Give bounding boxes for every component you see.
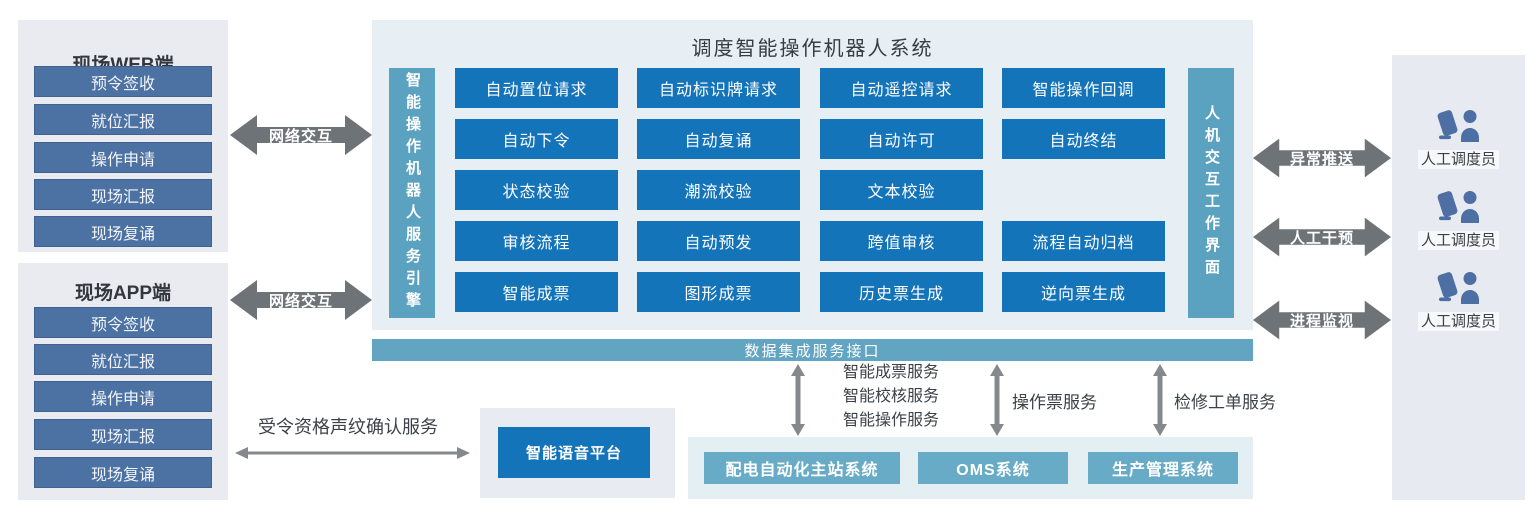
- operator-2-group: [1392, 186, 1525, 224]
- node-web-repeat: 现场复诵: [34, 216, 212, 247]
- vertical-double-arrow-icon: [791, 364, 805, 436]
- double-arrow-icon: [230, 115, 372, 155]
- operator-1-group: [1392, 105, 1525, 143]
- external-systems-panel: 配电自动化主站系统 OMS系统 生产管理系统: [688, 437, 1253, 499]
- node-smart-ticket: 智能成票: [455, 272, 618, 312]
- service-arrow-3: [1152, 364, 1168, 436]
- node-web-apply: 操作申请: [34, 142, 212, 173]
- node-production-mgmt-system: 生产管理系统: [1088, 452, 1238, 484]
- hmi-bar: 人机交互工作界面: [1188, 68, 1234, 318]
- operators-panel: 人工调度员 人工调度员 人工调度员: [1392, 55, 1525, 500]
- network-arrow-web: 网络交互: [230, 113, 372, 157]
- robot-system-title: 调度智能操作机器人系统: [691, 38, 934, 60]
- node-graphic-ticket: 图形成票: [637, 272, 800, 312]
- operator-2-label: 人工调度员: [1392, 229, 1525, 250]
- node-voice-platform: 智能语音平台: [498, 427, 650, 478]
- node-smart-op-callback: 智能操作回调: [1002, 68, 1165, 108]
- arrow-manual-intervention-label: 人工干预: [1289, 229, 1354, 247]
- operator-1-label: 人工调度员: [1392, 148, 1525, 169]
- dispatcher-at-desk-icon: [1437, 110, 1479, 142]
- data-integration-bar: 数据集成服务接口: [372, 339, 1253, 361]
- operator-3-label: 人工调度员: [1392, 310, 1525, 331]
- voiceprint-service-label: 受令资格声纹确认服务: [258, 417, 438, 437]
- node-history-ticket: 历史票生成: [820, 272, 983, 312]
- arrow-process-monitor: 进程监视: [1253, 298, 1391, 342]
- engine-bar-label: 智能操作机器人服务引擎: [404, 72, 421, 314]
- node-limit-review: 跨值审核: [820, 221, 983, 261]
- double-arrow-icon: [1253, 138, 1391, 178]
- operator-3-group: [1392, 267, 1525, 305]
- node-oms-system: OMS系统: [918, 452, 1068, 484]
- network-arrow-app: 网络交互: [230, 278, 372, 322]
- double-arrow-icon: [1253, 300, 1391, 340]
- service-label-operating: 智能操作服务: [843, 412, 940, 429]
- node-distribution-master-system: 配电自动化主站系统: [704, 452, 900, 484]
- node-text-check: 文本校验: [820, 170, 983, 210]
- node-web-inplace: 就位汇报: [34, 104, 212, 135]
- hmi-bar-label: 人机交互工作界面: [1203, 105, 1220, 281]
- engine-bar: 智能操作机器人服务引擎: [389, 68, 435, 318]
- vertical-double-arrow-icon: [1153, 364, 1167, 436]
- node-auto-tag-request: 自动标识牌请求: [637, 68, 800, 108]
- node-review-flow: 审核流程: [455, 221, 618, 261]
- node-app-inplace: 就位汇报: [34, 344, 212, 375]
- operator-label-text: 人工调度员: [1417, 312, 1499, 331]
- operator-label-text: 人工调度员: [1417, 150, 1499, 169]
- arrow-exception-push-label: 异常推送: [1289, 150, 1354, 168]
- robot-system-panel: 调度智能操作机器人系统 智能操作机器人服务引擎 人机交互工作界面 自动置位请求 …: [372, 20, 1253, 330]
- node-auto-command: 自动下令: [455, 119, 618, 159]
- voice-platform-panel: 智能语音平台: [480, 408, 675, 498]
- dispatcher-at-desk-icon: [1437, 272, 1479, 304]
- node-app-apply: 操作申请: [34, 381, 212, 412]
- operator-label-text: 人工调度员: [1417, 231, 1499, 250]
- node-state-check: 状态校验: [455, 170, 618, 210]
- service-label-repair-order: 检修工单服务: [1174, 393, 1276, 412]
- node-app-presign: 预令签收: [34, 307, 212, 338]
- node-auto-permit: 自动许可: [820, 119, 983, 159]
- node-app-report: 现场汇报: [34, 419, 212, 450]
- double-arrow-icon: [1253, 217, 1391, 257]
- service-arrow-2: [989, 364, 1005, 436]
- node-web-report: 现场汇报: [34, 179, 212, 210]
- network-arrow-web-label: 网络交互: [268, 127, 333, 145]
- service-label-checking: 智能校核服务: [843, 388, 940, 405]
- app-client-title: 现场APP端: [74, 283, 172, 304]
- node-flow-check: 潮流校验: [637, 170, 800, 210]
- arrow-manual-intervention: 人工干预: [1253, 215, 1391, 259]
- app-client-panel: 现场APP端 预令签收 就位汇报 操作申请 现场汇报 现场复诵: [18, 263, 228, 500]
- thin-double-arrow-icon: [235, 447, 470, 459]
- node-auto-archive: 流程自动归档: [1002, 221, 1165, 261]
- vertical-double-arrow-icon: [990, 364, 1004, 436]
- service-arrow-1: [790, 364, 806, 436]
- dispatcher-at-desk-icon: [1437, 191, 1479, 223]
- service-label-operation-ticket: 操作票服务: [1012, 393, 1097, 412]
- double-arrow-icon: [230, 280, 372, 320]
- web-client-panel: 现场WEB端 预令签收 就位汇报 操作申请 现场汇报 现场复诵: [18, 20, 228, 252]
- voiceprint-service-arrow: [235, 446, 470, 460]
- node-app-repeat: 现场复诵: [34, 457, 212, 488]
- node-web-presign: 预令签收: [34, 66, 212, 97]
- network-arrow-app-label: 网络交互: [268, 292, 333, 310]
- arrow-exception-push: 异常推送: [1253, 136, 1391, 180]
- node-auto-preissue: 自动预发: [637, 221, 800, 261]
- node-reverse-ticket: 逆向票生成: [1002, 272, 1165, 312]
- node-auto-set-request: 自动置位请求: [455, 68, 618, 108]
- arrow-process-monitor-label: 进程监视: [1289, 312, 1354, 330]
- node-auto-remote-request: 自动遥控请求: [820, 68, 983, 108]
- service-label-ticketing: 智能成票服务: [843, 364, 940, 381]
- multi-service-labels: 智能成票服务 智能校核服务 智能操作服务: [843, 361, 939, 433]
- node-auto-finish: 自动终结: [1002, 119, 1165, 159]
- node-auto-repeat: 自动复诵: [637, 119, 800, 159]
